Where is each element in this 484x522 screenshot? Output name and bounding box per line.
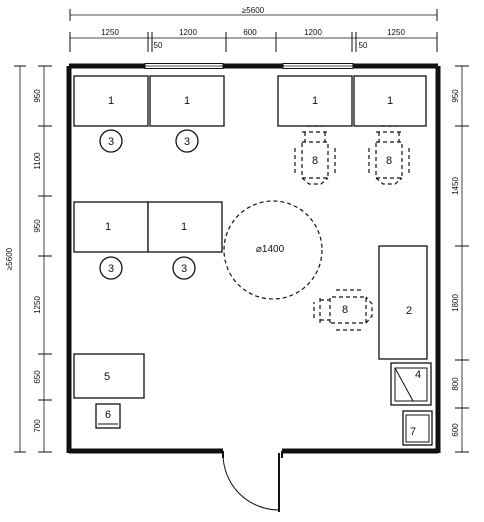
room-walls <box>66 63 441 454</box>
workbench-label: 1 <box>105 221 111 233</box>
top-dim-1: 1250 <box>101 28 119 37</box>
storage-label: 7 <box>410 426 416 438</box>
bin: 6 <box>95 403 121 429</box>
top-dimensions: ≥5600 1250 50 1200 600 1200 50 1250 <box>69 6 438 52</box>
workbench-label: 1 <box>387 95 393 107</box>
workbench <box>147 201 223 253</box>
workbench <box>149 75 225 127</box>
stool-label: 3 <box>184 136 190 148</box>
top-dim-3: 1200 <box>179 28 197 37</box>
stool-label: 3 <box>108 136 114 148</box>
counter <box>378 245 428 360</box>
top-dim-5: 1200 <box>304 28 322 37</box>
turning-circle-label: ⌀1400 <box>256 244 285 255</box>
workbench <box>353 75 427 127</box>
right-dim-3: 1800 <box>451 294 460 312</box>
stool <box>172 256 196 280</box>
workbench-label: 1 <box>108 95 114 107</box>
storage: 7 <box>402 410 433 446</box>
top-dim-2: 50 <box>154 41 163 50</box>
left-dim-5: 650 <box>33 370 42 384</box>
sink-label: 4 <box>415 369 421 381</box>
left-dim-6: 700 <box>33 419 42 433</box>
stool <box>99 129 123 153</box>
top-dim-4: 600 <box>243 28 257 37</box>
stools: 3 3 3 3 <box>99 129 199 280</box>
sink: 4 <box>390 362 432 406</box>
wheelchair <box>313 289 373 331</box>
stool-label: 3 <box>108 263 114 275</box>
top-overall-label: ≥5600 <box>242 6 265 15</box>
right-dimensions: 950 1450 1800 800 600 <box>451 65 469 453</box>
left-dimensions: ≥5600 950 1100 950 1250 650 700 <box>5 65 52 453</box>
workbench-row-middle: 1 1 <box>73 201 223 253</box>
left-dim-3: 950 <box>33 219 42 233</box>
door <box>222 451 283 512</box>
wheelchair: 8 <box>294 125 336 185</box>
left-dim-1: 950 <box>33 89 42 103</box>
left-overall-label: ≥5600 <box>5 247 14 270</box>
wheelchair-label: 8 <box>312 155 318 167</box>
workbench-label: 1 <box>312 95 318 107</box>
stool <box>99 256 123 280</box>
left-dim-4: 1250 <box>33 296 42 314</box>
top-dim-7: 1250 <box>387 28 405 37</box>
right-dim-2: 1450 <box>451 177 460 195</box>
cabinet <box>73 353 145 399</box>
right-dim-1: 950 <box>451 89 460 103</box>
wheelchair-label: 8 <box>342 304 348 316</box>
top-dim-6: 50 <box>359 41 368 50</box>
stool-label: 3 <box>181 263 187 275</box>
right-dim-5: 600 <box>451 423 460 437</box>
bin-label: 6 <box>105 409 111 421</box>
workbench-label: 1 <box>181 221 187 233</box>
left-dim-2: 1100 <box>33 152 42 170</box>
workbench-row-top: 1 1 1 1 <box>73 75 427 127</box>
workbench-label: 1 <box>184 95 190 107</box>
stool <box>175 129 199 153</box>
wheelchair-label: 8 <box>386 155 392 167</box>
turning-circle: ⌀1400 <box>223 200 323 300</box>
counter-label: 2 <box>406 305 412 317</box>
right-dim-4: 800 <box>451 377 460 391</box>
wheelchair: 8 <box>368 125 410 185</box>
workbench <box>73 75 149 127</box>
cabinet-label: 5 <box>104 371 110 383</box>
